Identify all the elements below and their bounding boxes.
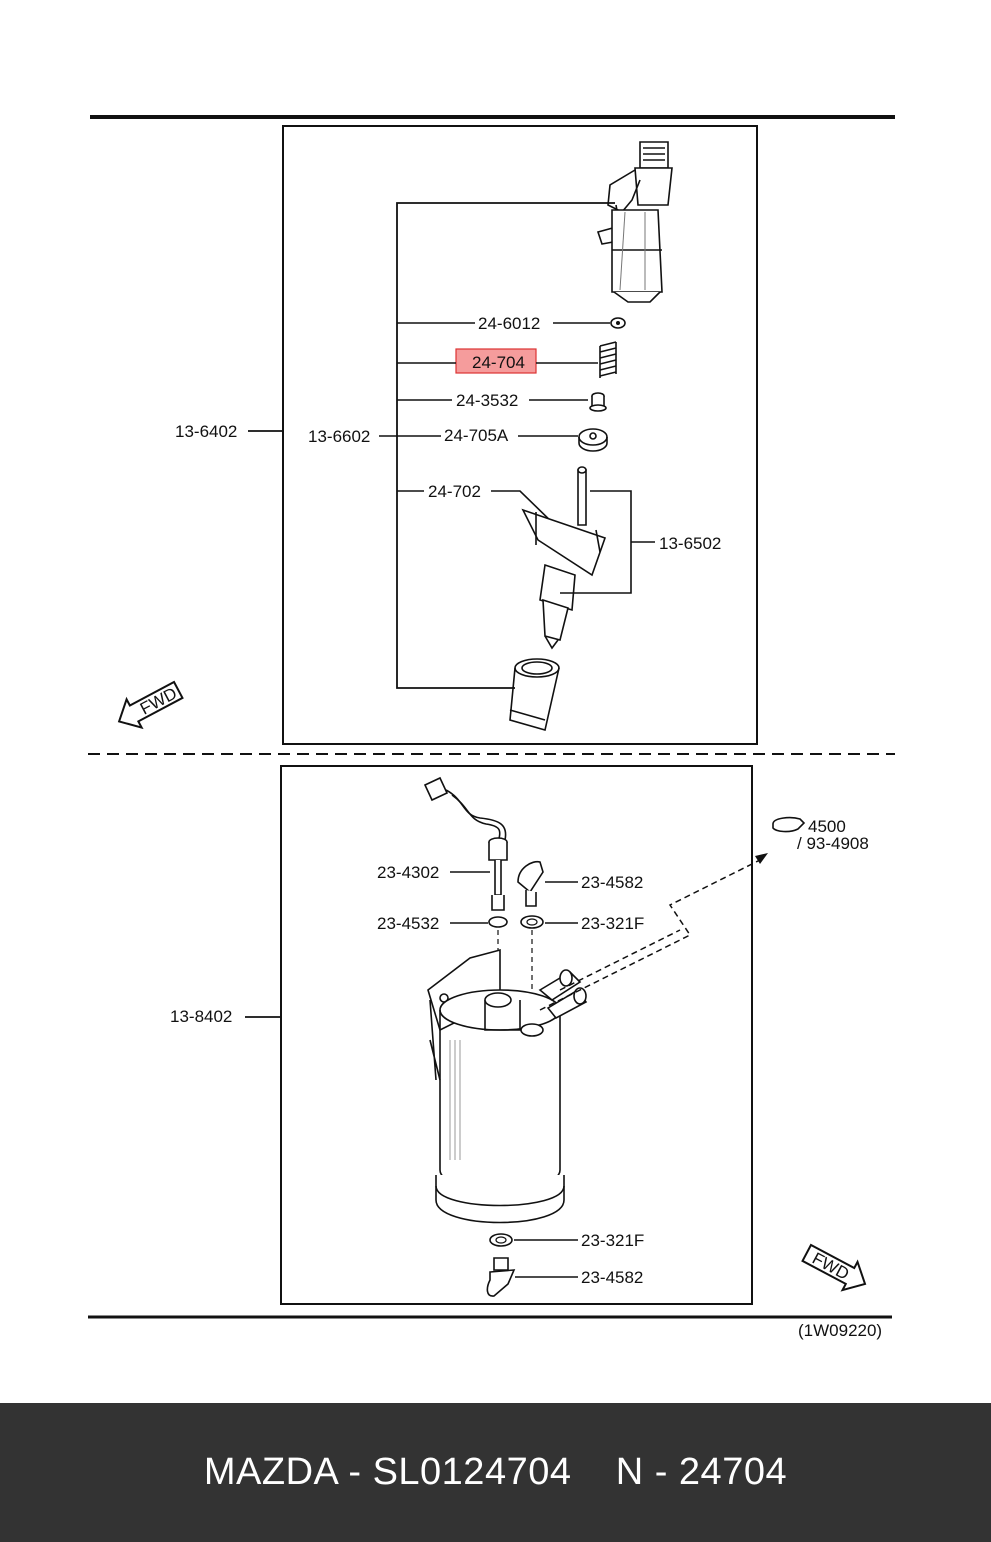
lower-panel-frame (280, 765, 753, 1305)
nozzle-icon (521, 466, 607, 650)
ref-dashed-leader-b (559, 929, 681, 991)
part-label-23-321F-bottom[interactable]: 23-321F (581, 1231, 644, 1250)
ref-dashed-leader (539, 859, 761, 1011)
gasket-icon (520, 915, 544, 929)
fuel-filter-icon (427, 948, 588, 1224)
ref-arrowhead (755, 853, 768, 864)
part-label-13-6602[interactable]: 13-6602 (308, 427, 370, 446)
distance-piece-icon (578, 428, 608, 452)
injector-holder (596, 141, 673, 303)
fwd-arrow-lower-icon: FWD (801, 1243, 867, 1292)
ref-main-4500[interactable]: 4500 (808, 817, 846, 836)
group-label-13-8402[interactable]: 13-8402 (170, 1007, 232, 1026)
fwd-label-upper: FWD (137, 684, 180, 719)
part-label-13-6502[interactable]: 13-6502 (659, 534, 721, 553)
part-label-24-705A[interactable]: 24-705A (444, 426, 509, 445)
parts-diagram: 24-6012 24-704 24-3532 13-6602 24-705A (88, 115, 895, 1340)
group-label-13-6402[interactable]: 13-6402 (175, 422, 237, 441)
upper-leader-bracket (396, 202, 615, 689)
ref-sub-93-4908[interactable]: / 93-4908 (797, 834, 869, 853)
lower-panel: 13-8402 23-4302 23-4582 23-4532 23-321F (170, 765, 869, 1305)
upper-panel: 24-6012 24-704 24-3532 13-6602 24-705A (117, 125, 758, 745)
spring-icon (599, 341, 617, 378)
part-number-caption: MAZDA - SL0124704 N - 24704 (203, 1451, 788, 1493)
figure-code: (1W09220) (798, 1321, 882, 1340)
part-label-23-321F-top[interactable]: 23-321F (581, 914, 644, 933)
o-ring-icon (488, 916, 508, 928)
upper-panel-frame (282, 125, 758, 745)
part-label-23-4302[interactable]: 23-4302 (377, 863, 439, 882)
drain-plug-lower-icon (486, 1257, 516, 1297)
part-label-24-702[interactable]: 24-702 (428, 482, 481, 501)
gasket-lower-icon (489, 1233, 513, 1247)
valve-seat-icon (589, 392, 607, 412)
fwd-arrow-icon: FWD (117, 680, 184, 730)
part-label-23-4582-top[interactable]: 23-4582 (581, 873, 643, 892)
washer-icon (610, 317, 626, 329)
water-sensor-icon (423, 776, 508, 911)
part-label-23-4532[interactable]: 23-4532 (377, 914, 439, 933)
part-label-24-6012[interactable]: 24-6012 (478, 314, 540, 333)
highlight-24-704 (455, 348, 537, 374)
pointing-hand-icon (772, 816, 806, 833)
part-label-24-3532[interactable]: 24-3532 (456, 391, 518, 410)
part-label-23-4582-bottom[interactable]: 23-4582 (581, 1268, 643, 1287)
retaining-nut-icon (509, 658, 560, 732)
leader-24-702-right (491, 490, 561, 531)
fwd-label-lower: FWD (809, 1249, 852, 1284)
part-label-24-704[interactable]: 24-704 (472, 353, 525, 372)
drain-plug-icon (517, 860, 544, 907)
footer-bar: MAZDA - SL0124704 N - 24704 (0, 1403, 991, 1542)
